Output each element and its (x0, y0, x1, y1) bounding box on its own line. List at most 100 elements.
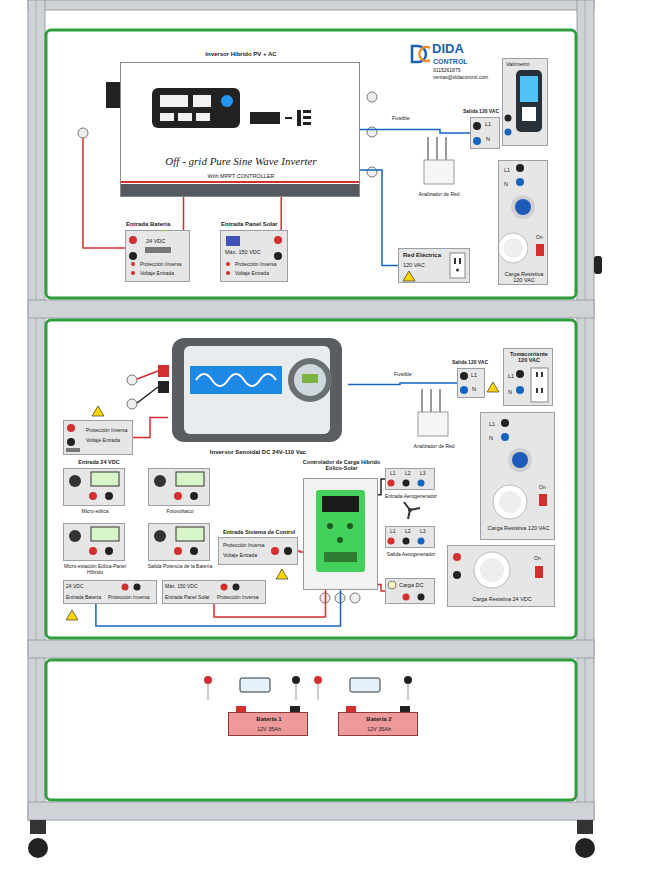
binding-post (350, 593, 360, 603)
terminal-plate (480, 412, 555, 540)
meter-graphics (63, 468, 210, 561)
wattmeter (516, 70, 542, 132)
terminal-plate (385, 468, 435, 490)
probe-post (292, 676, 300, 684)
terminal (388, 538, 395, 545)
wire-connector (96, 590, 341, 626)
node-text: Salida 120 VAC (452, 360, 488, 366)
wire-connector (348, 383, 457, 385)
dial-center (499, 491, 521, 513)
probe-lead (296, 684, 297, 700)
node-text: Protección Inversa (86, 428, 127, 434)
probe-post (314, 676, 322, 684)
frame-groove (36, 0, 37, 820)
lcd-segment (178, 113, 192, 121)
frame-rail (28, 640, 594, 658)
node-text: Entrada Panel Solar (165, 595, 210, 601)
node-text: Inversor Híbrido PV + AC (121, 51, 361, 58)
node-text: Voltaje Entrada (140, 271, 174, 277)
analyzer-box: Analizador de Red (418, 148, 460, 200)
terminal (516, 164, 524, 172)
label-text: ventas@didacontrol.com (433, 75, 488, 81)
terminal-plate (447, 545, 555, 607)
controller-button (347, 523, 353, 529)
wind-turbine-icon (404, 502, 420, 519)
node-text: Carga DC (399, 582, 423, 588)
inverter-mark (303, 110, 311, 113)
node-text: Voltaje Entrada (223, 553, 257, 559)
outlet-slot (536, 372, 538, 377)
wire-connector (378, 584, 385, 591)
ct-lead (428, 137, 429, 160)
power-button (221, 95, 233, 107)
inverter-stripe (120, 181, 360, 183)
indicator-led (226, 271, 230, 275)
switch (536, 244, 544, 256)
terminal-box: 24 VDCEntrada BateríaProtección Inversa (63, 580, 157, 604)
frame-bar (28, 0, 594, 10)
inverter-body (172, 338, 342, 442)
terminal-box: Carga DC (385, 578, 435, 604)
terminal-box: Entrada Sistema de ControlProtección Inv… (218, 537, 298, 565)
controller-face (316, 490, 365, 572)
inverter-mark (303, 122, 311, 125)
node-text: Vatímetro (506, 61, 529, 67)
node-text: Entrada Sistema de Control (219, 529, 299, 535)
node-text: Carga Resistiva 120 VAC (483, 525, 554, 531)
outlet-slot (459, 258, 461, 264)
meter-box: Micro-eólica (63, 468, 125, 506)
inverter-body (120, 62, 360, 197)
node-text: L1 (504, 167, 510, 173)
terminal (516, 370, 524, 378)
ct-lead (440, 389, 441, 412)
terminal (403, 538, 410, 545)
label-text: CONTROL (433, 58, 468, 66)
wattmeter-screen (520, 76, 538, 102)
terminal (418, 480, 425, 487)
terminal-black (158, 381, 169, 393)
meter-box: Micro-estación Eólica-Panel Híbrido (63, 523, 125, 561)
analyzer-device (418, 412, 448, 436)
wire-connector (378, 479, 385, 495)
terminal (473, 122, 481, 130)
terminal-black (274, 252, 282, 260)
lcd-segment (160, 95, 188, 107)
binding-post (367, 92, 377, 102)
label-text: Fusible (394, 371, 412, 377)
battery-box: Batería 1 12V 35Ah (228, 712, 308, 736)
node-text: Batería 1 (229, 716, 309, 723)
frame-post (28, 0, 45, 820)
node-text: Máx. 150 VDC (165, 584, 198, 590)
inverter-mark (297, 110, 301, 126)
terminal-plate (470, 117, 500, 149)
node-text: Controlador de Carga Híbrido Eólico-Sola… (302, 459, 381, 472)
indicator-led (131, 271, 135, 275)
ct-lead (437, 137, 438, 160)
inverter-display (250, 112, 280, 124)
wire (137, 371, 158, 379)
indicator-led (226, 262, 230, 266)
node-text: L2 (405, 471, 411, 477)
node-text: Red Eléctrica (403, 252, 441, 259)
meter-display (91, 472, 119, 486)
terminal-plate (218, 537, 298, 565)
battery-body (228, 712, 308, 736)
node-text: Protección Inversa (217, 595, 258, 601)
knob (512, 452, 528, 468)
terminal-plate (63, 420, 133, 455)
node-text: 12V 35Ah (229, 726, 309, 732)
terminal-red (453, 553, 461, 561)
meter-box: Fotovoltaico (148, 468, 210, 506)
wire (137, 387, 158, 403)
binding-post (127, 375, 137, 385)
fuse-holder (66, 448, 80, 452)
terminal-box: Salida 120 VACL1N (457, 368, 485, 398)
terminal-black (105, 547, 113, 555)
node-text: On (536, 235, 543, 241)
ct-lead (431, 389, 432, 412)
panel (46, 30, 576, 298)
node-text: Fotovoltaico (145, 509, 215, 515)
node-text: L3 (420, 529, 426, 535)
meter-box: Salida Potencia de la Batería (148, 523, 210, 561)
node-text: On (539, 485, 546, 491)
